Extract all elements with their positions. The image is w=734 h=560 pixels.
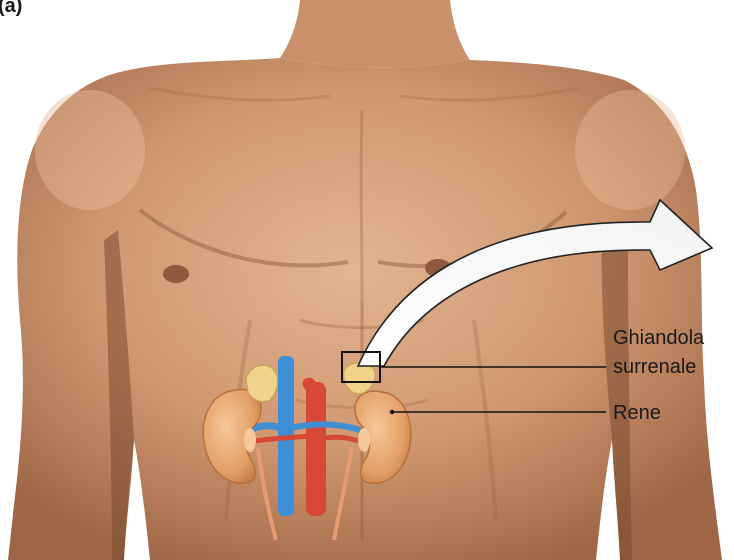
sternum-line	[361, 110, 362, 300]
kidney-label: Rene	[613, 402, 661, 424]
left-shoulder-highlight	[35, 90, 145, 210]
aorta	[306, 382, 326, 516]
neck	[280, 0, 470, 67]
kidney-pointer-dot	[390, 410, 394, 414]
adrenal-label-line2: surrenale	[613, 356, 696, 378]
right-kidney-hilum	[358, 428, 370, 452]
left-nipple	[163, 265, 189, 283]
left-adrenal-gland	[246, 365, 277, 401]
right-shoulder-highlight	[575, 90, 685, 210]
left-kidney-hilum	[244, 428, 256, 452]
adrenal-label-line1: Ghiandola	[613, 327, 705, 349]
panel-label: (a)	[0, 0, 22, 17]
